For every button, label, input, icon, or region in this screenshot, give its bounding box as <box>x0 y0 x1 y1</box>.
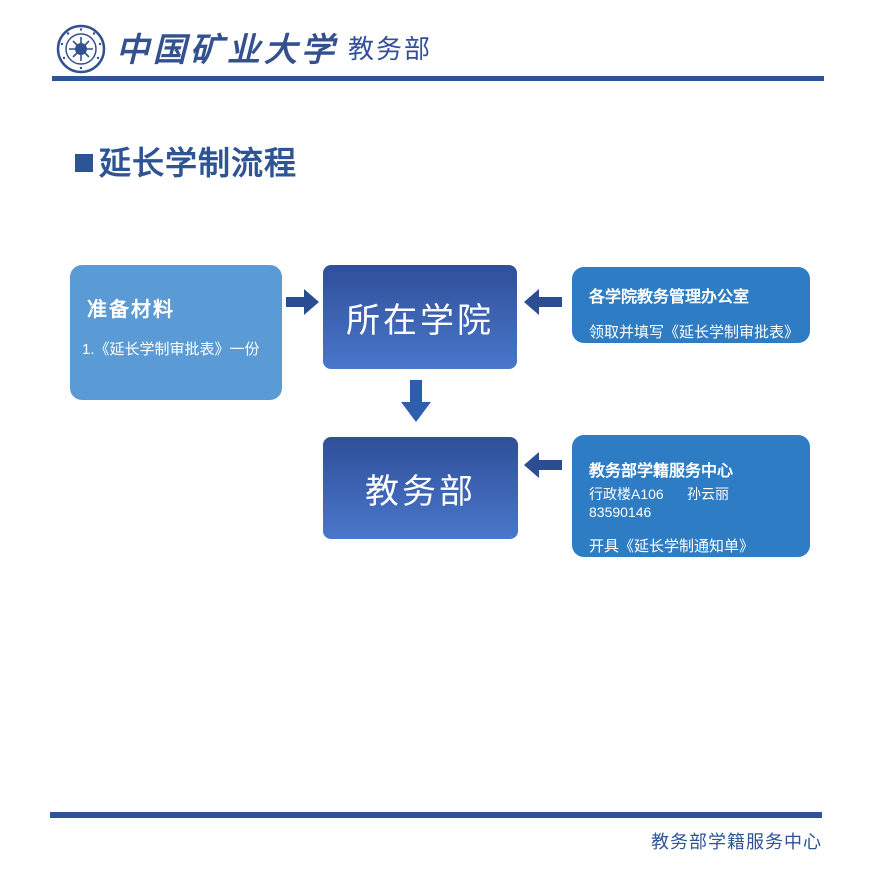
slide-title: 延长学制流程 <box>75 138 297 184</box>
title-bullet-icon <box>75 153 93 172</box>
university-name: 中国矿业大学 <box>116 29 338 69</box>
arrow-right-icon <box>286 288 319 316</box>
service-center-notice: 开具《延长学制通知单》 <box>589 538 755 555</box>
materials-box: 准备材料 1.《延长学制审批表》一份 <box>70 265 282 400</box>
college-box-label: 所在学院 <box>346 301 494 340</box>
service-center-title: 教务部学籍服务中心 <box>589 463 734 480</box>
jwb-box-label: 教务部 <box>365 472 476 511</box>
college-office-line1: 领取并填写《延长学制审批表》 <box>589 324 800 341</box>
slide-title-text: 延长学制流程 <box>99 145 298 181</box>
footer-divider <box>50 812 822 818</box>
header-divider <box>52 76 824 81</box>
service-center-contact: 行政楼A106 孙云丽 83590146 <box>589 486 737 520</box>
arrow-down-icon <box>400 380 432 422</box>
college-office-title: 各学院教务管理办公室 <box>589 289 750 306</box>
materials-box-item: 1.《延长学制审批表》一份 <box>82 341 260 358</box>
header: 中国矿业大学 教务部 <box>56 24 432 74</box>
university-seal-icon <box>56 24 106 74</box>
college-box: 所在学院 <box>323 265 517 369</box>
footer-text: 教务部学籍服务中心 <box>651 832 822 852</box>
jwb-box: 教务部 <box>323 437 518 539</box>
service-center-box: 教务部学籍服务中心 行政楼A106 孙云丽 83590146 开具《延长学制通知… <box>572 435 810 557</box>
arrow-left-top-icon <box>524 288 562 316</box>
arrow-left-bottom-icon <box>524 451 562 479</box>
department-name: 教务部 <box>348 34 433 64</box>
college-office-box: 各学院教务管理办公室 领取并填写《延长学制审批表》 <box>572 267 810 343</box>
materials-box-title: 准备材料 <box>87 299 175 321</box>
